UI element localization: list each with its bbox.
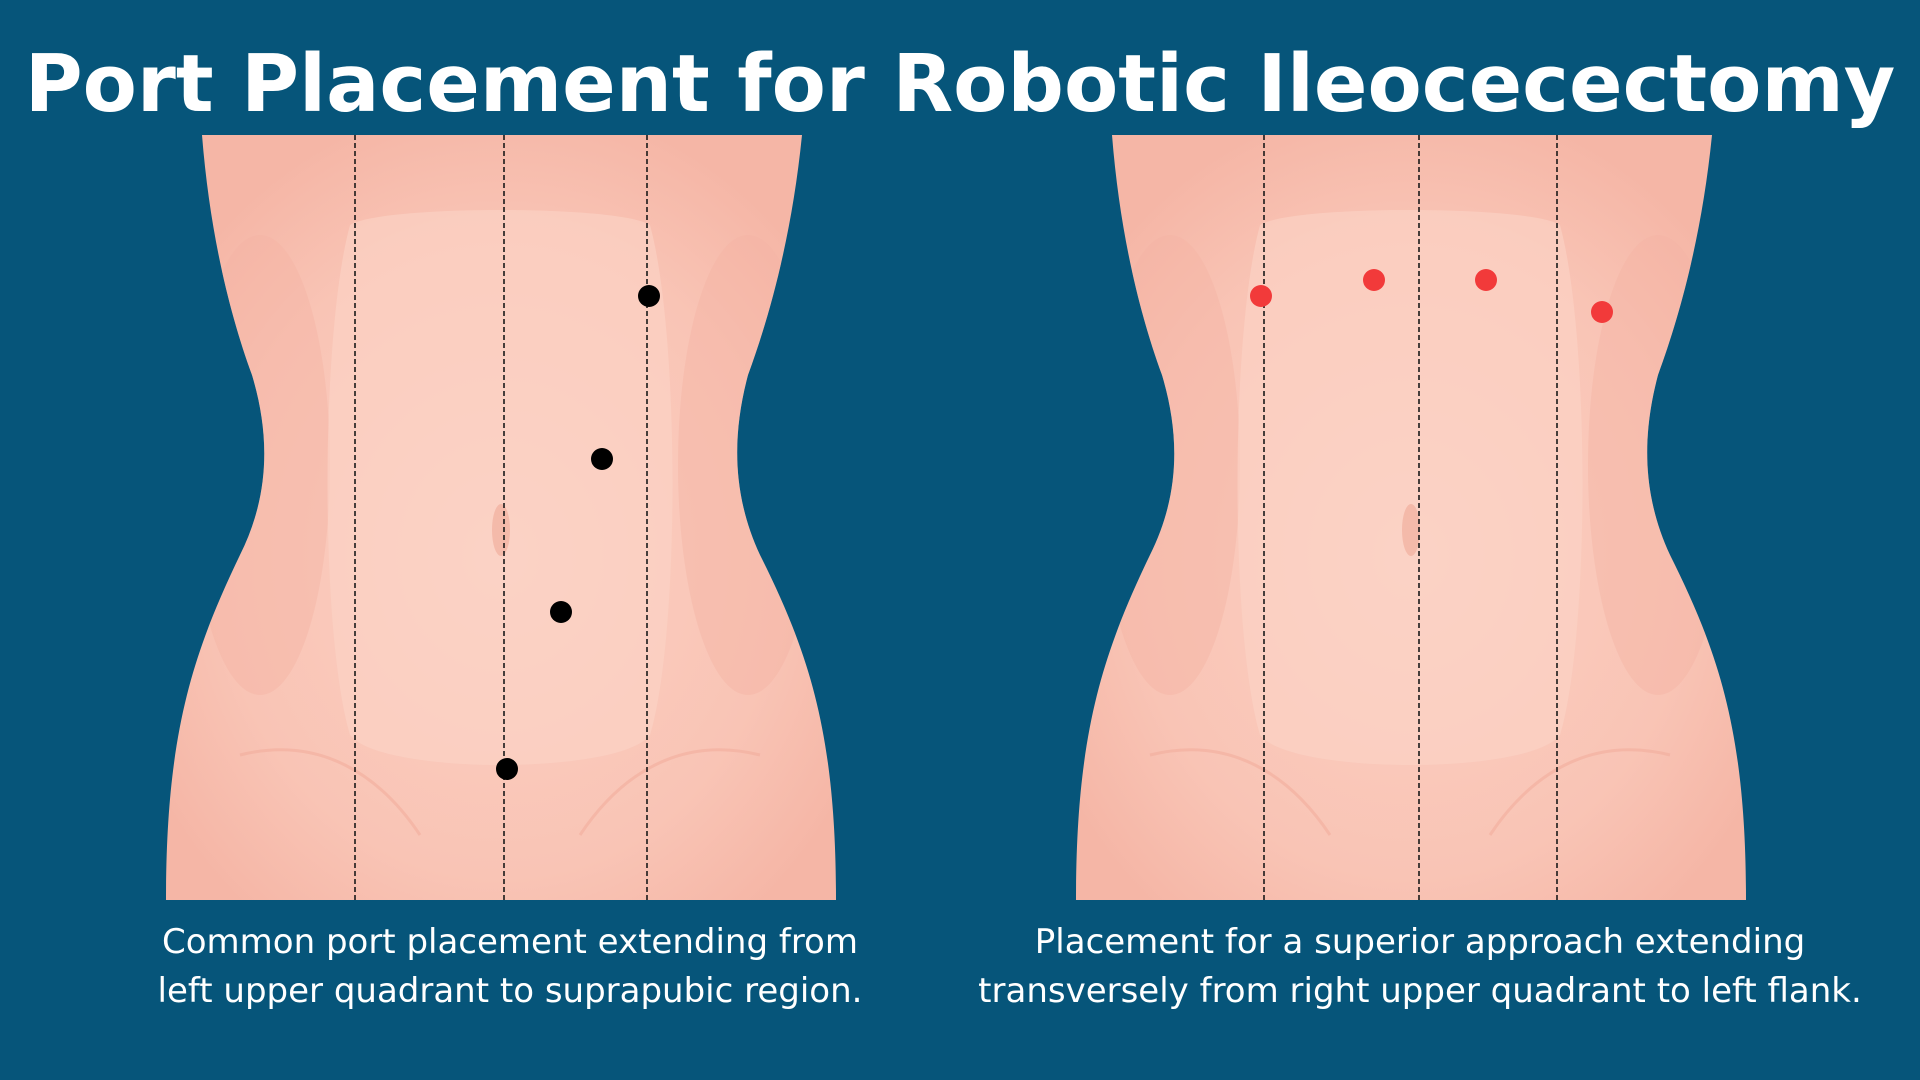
port-marker [496,758,518,780]
port-marker [638,285,660,307]
port-marker [1363,269,1385,291]
navel [492,504,510,556]
port-markers [496,285,660,780]
left-caption: Common port placement extending from lef… [80,918,940,1016]
left-caption-line1: Common port placement extending from [162,922,858,962]
port-marker [591,448,613,470]
right-caption-line2: transversely from right upper quadrant t… [978,971,1862,1011]
navel [1402,504,1420,556]
right-caption: Placement for a superior approach extend… [940,918,1900,1016]
port-marker [1250,285,1272,307]
right-torso-diagram [1076,135,1746,900]
left-torso-diagram [166,135,836,900]
port-marker [1475,269,1497,291]
port-marker [1591,301,1613,323]
page-title: Port Placement for Robotic Ileocecectomy [24,38,1896,130]
right-torso-panel [1030,135,1810,900]
port-marker [550,601,572,623]
port-markers [1250,269,1613,323]
left-torso-panel [120,135,900,900]
left-caption-line2: left upper quadrant to suprapubic region… [157,971,863,1011]
right-caption-line1: Placement for a superior approach extend… [1034,922,1806,962]
